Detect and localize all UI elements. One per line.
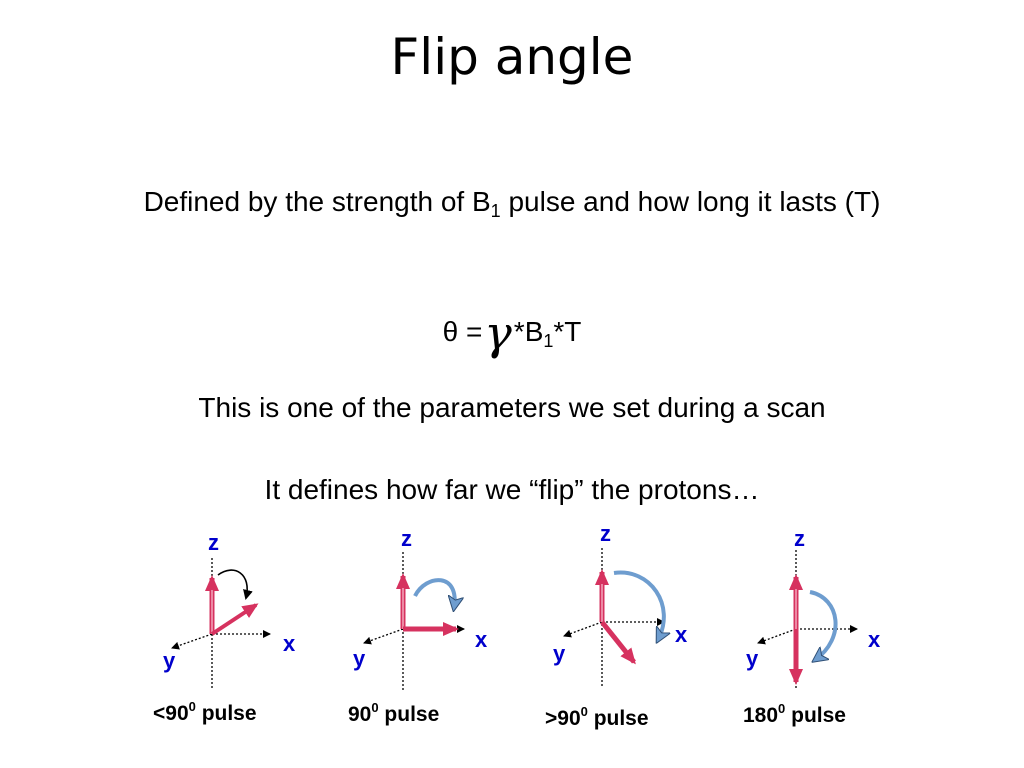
definition-text-start: Defined by the strength of B (143, 186, 491, 217)
y-axis (363, 628, 404, 645)
rotation-arrow (613, 570, 664, 640)
degree-superscript: 0 (778, 701, 786, 716)
caption-90-pulse: 900 pulse (348, 700, 440, 727)
degree-superscript: 0 (371, 700, 379, 715)
rotation-arrow (217, 569, 253, 600)
caption-suffix: pulse (195, 702, 257, 725)
diagram-greater-than-90: z x y (553, 521, 688, 688)
z-axis-label: z (401, 526, 412, 551)
diagram-less-than-90: z x y (163, 530, 296, 688)
equation-subscript: 1 (543, 331, 554, 351)
caption-180-pulse: 1800 pulse (743, 701, 846, 728)
y-axis (171, 633, 213, 650)
flipped-magnetization-vector (600, 620, 636, 665)
caption-suffix: pulse (378, 703, 440, 726)
caption-greater-than-90-pulse: >900 pulse (545, 704, 649, 731)
definition-line: Defined by the strength of B1 pulse and … (0, 186, 1024, 221)
x-axis-label: x (475, 627, 488, 652)
caption-suffix: pulse (587, 707, 649, 730)
caption-angle: 90 (348, 703, 372, 726)
diagram-180: z x y (746, 526, 881, 690)
degree-superscript: 0 (188, 699, 196, 714)
y-axis (563, 621, 603, 638)
rotation-arrow (413, 578, 455, 608)
y-axis (757, 628, 797, 645)
caption-angle: >90 (545, 707, 581, 730)
definition-text-end: pulse and how long it lasts (T) (500, 186, 881, 217)
x-axis-label: x (675, 622, 688, 647)
y-axis-label: y (163, 648, 176, 673)
caption-angle: <90 (153, 702, 189, 725)
equation-lhs: θ = (442, 316, 483, 347)
gamma-symbol-icon: γ (484, 306, 512, 360)
parameter-note: This is one of the parameters we set dur… (198, 392, 826, 423)
rotation-arrow (809, 590, 838, 660)
caption-angle: 180 (743, 704, 779, 727)
caption-suffix: pulse (785, 704, 846, 727)
slide-title: Flip angle (390, 28, 634, 86)
equation-b-term: *B (513, 316, 544, 347)
definition-subscript: 1 (490, 201, 501, 221)
z-axis-label: z (794, 526, 805, 551)
y-axis-label: y (553, 641, 566, 666)
flipped-magnetization-vector (210, 603, 259, 636)
z-axis-label: z (208, 530, 219, 555)
y-axis-label: y (353, 646, 366, 671)
x-axis-label: x (283, 631, 296, 656)
caption-less-than-90-pulse: <900 pulse (153, 699, 257, 726)
flip-angle-equation: θ =γ*B1*T (0, 306, 1024, 360)
y-axis-label: y (746, 646, 759, 671)
z-axis-label: z (600, 521, 611, 546)
flip-description: It defines how far we “flip” the protons… (264, 474, 760, 505)
equation-t-term: *T (553, 316, 582, 347)
diagram-90: z x y (353, 526, 488, 692)
degree-superscript: 0 (580, 704, 588, 719)
x-axis-label: x (868, 627, 881, 652)
